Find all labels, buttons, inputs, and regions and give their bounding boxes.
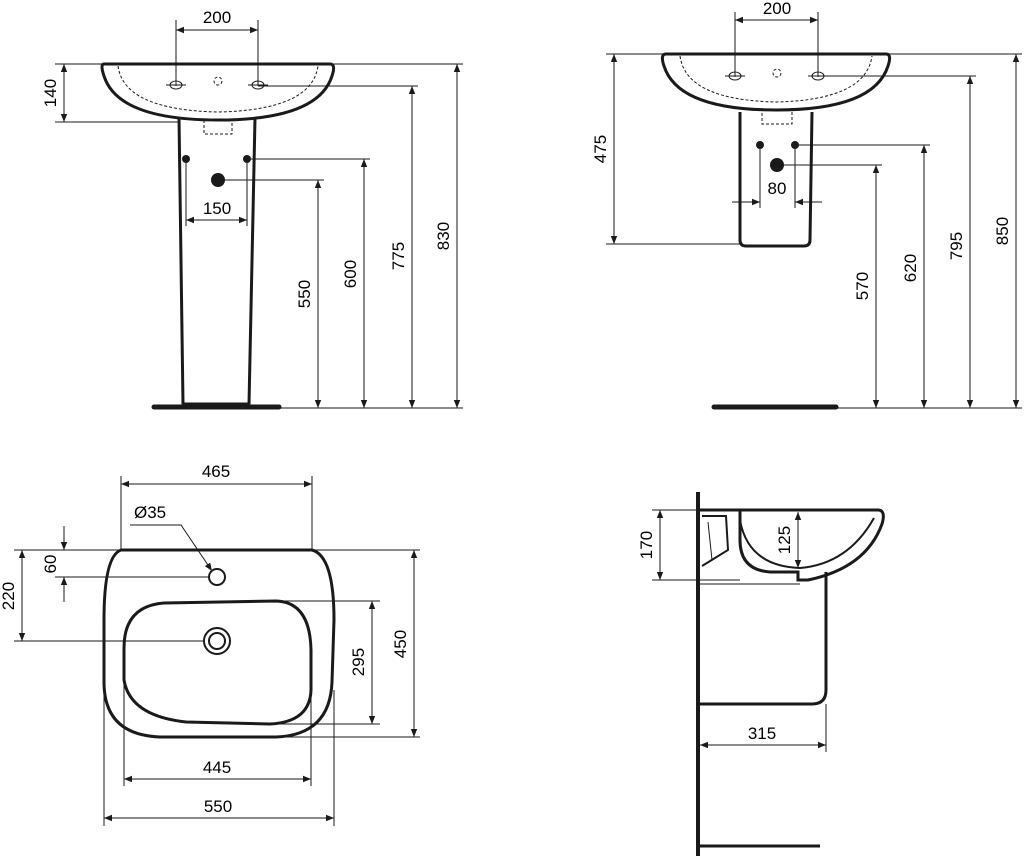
dim-waste-offset: 220 [0, 582, 18, 610]
waste-ring-outer [203, 627, 231, 655]
dim-waste-height: 550 [295, 280, 314, 308]
basin-top-outline [102, 548, 336, 739]
dim-tap-offset: 60 [41, 555, 60, 574]
basin-side-outline [700, 508, 885, 582]
pedestal-front-view: 200 140 150 550 600 775 830 [41, 8, 463, 410]
bowl-inner-outline [122, 599, 313, 726]
dim-bowl-width: 295 [349, 648, 368, 676]
dim-supply-spacing: 80 [768, 179, 787, 198]
dim-inner-width: 445 [203, 758, 231, 777]
basin-outline [100, 62, 336, 122]
dim-pedestal-drop: 475 [591, 135, 610, 163]
overflow-chamber [701, 515, 730, 567]
dim-supply-height: 600 [341, 260, 360, 288]
dim-waste-height: 570 [853, 272, 872, 300]
dim-overall-width: 550 [204, 797, 232, 816]
top-view: 465 Ø35 60 220 295 450 445 550 [0, 462, 420, 826]
semi-pedestal-front-view: 200 475 80 570 620 795 850 [591, 0, 1022, 410]
overflow-line [707, 521, 713, 561]
dim-bowl-height: 140 [41, 79, 60, 107]
pedestal [177, 117, 257, 406]
dim-tap-height: 775 [389, 242, 408, 270]
semi-pedestal-side [700, 572, 828, 706]
tap-hole-marks [166, 76, 268, 90]
dim-projection: 315 [748, 724, 776, 743]
tap-hole-marks [725, 68, 828, 81]
dim-tap-spacing: 200 [203, 8, 231, 27]
dim-tap-hole-diameter: Ø35 [134, 503, 166, 522]
trap-hidden [203, 120, 233, 135]
supply-hole-left [182, 155, 190, 163]
dim-rim-height: 850 [993, 217, 1012, 245]
dim-supply-spacing: 150 [203, 199, 231, 218]
dim-supply-height: 620 [901, 254, 920, 282]
dim-overall-height: 170 [637, 531, 656, 559]
dim-tap-spacing: 200 [763, 0, 791, 18]
bowl-hidden-line [679, 55, 873, 103]
dim-depth: 450 [391, 630, 410, 658]
semi-pedestal [738, 111, 814, 248]
side-view: 170 125 315 [637, 492, 885, 856]
supply-hole-left [756, 141, 764, 149]
waste-ring-inner [208, 632, 226, 650]
basin-outline [660, 52, 892, 112]
bowl-inner-curve [739, 517, 875, 570]
dim-rim-height: 830 [434, 222, 453, 250]
tap-hole [208, 568, 226, 586]
dim-bowl-depth: 125 [775, 526, 794, 554]
dim-tap-height: 795 [947, 232, 966, 260]
trap-hidden [761, 108, 793, 125]
bowl-hidden-line [117, 65, 319, 113]
dim-bowl-length: 465 [202, 462, 230, 481]
